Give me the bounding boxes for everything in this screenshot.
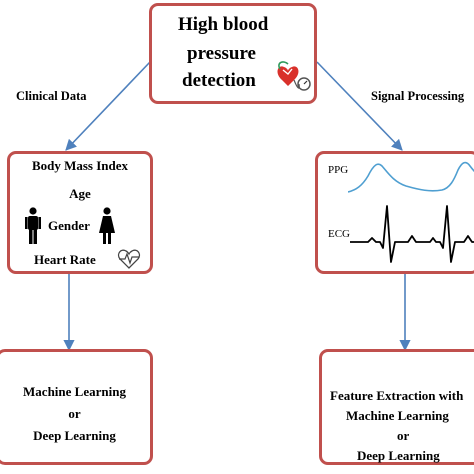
signal-label-ecg: ECG bbox=[328, 228, 350, 240]
item-heart-rate: Heart Rate bbox=[34, 252, 96, 267]
arrow-clinical-data bbox=[65, 61, 151, 151]
fe-line-3: or bbox=[397, 428, 410, 443]
ml-line-3: Deep Learning bbox=[33, 428, 116, 443]
arrow-signal-processing bbox=[316, 61, 403, 151]
item-body-mass-index: Body Mass Index bbox=[31, 158, 129, 173]
ml-line-1: Machine Learning bbox=[23, 384, 126, 399]
title-line-3: detection bbox=[182, 70, 256, 91]
fe-line-2: Machine Learning bbox=[346, 408, 449, 423]
clinical-data-box: Body Mass Index Age Gender Heart Rate bbox=[7, 151, 153, 274]
fe-line-4: Deep Learning bbox=[357, 448, 440, 463]
item-age: Age bbox=[69, 186, 91, 201]
signal-label-ppg: PPG bbox=[328, 164, 349, 176]
title-line-1: High blood bbox=[178, 14, 269, 35]
heart-rate-icon bbox=[117, 249, 141, 269]
ml-box: Machine Learning or Deep Learning bbox=[0, 349, 153, 465]
signal-processing-box: PPG ECG bbox=[315, 151, 474, 274]
heart-with-blood-pressure-gauge-icon bbox=[277, 61, 311, 91]
title-line-2: pressure bbox=[187, 43, 256, 64]
ppg-waveform-icon bbox=[348, 161, 474, 193]
title-box: High blood pressure detection bbox=[149, 3, 317, 104]
feature-extraction-box: Feature Extraction with Machine Learning… bbox=[319, 349, 474, 465]
edge-label-signal-processing: Signal Processing bbox=[371, 89, 465, 103]
male-figure-icon bbox=[25, 207, 41, 244]
item-gender: Gender bbox=[48, 218, 90, 233]
edge-label-clinical-data: Clinical Data bbox=[16, 89, 87, 103]
ecg-waveform-icon bbox=[350, 205, 474, 263]
female-figure-icon bbox=[99, 207, 115, 244]
fe-line-1: Feature Extraction with bbox=[330, 388, 464, 403]
ml-line-2: or bbox=[68, 406, 81, 421]
